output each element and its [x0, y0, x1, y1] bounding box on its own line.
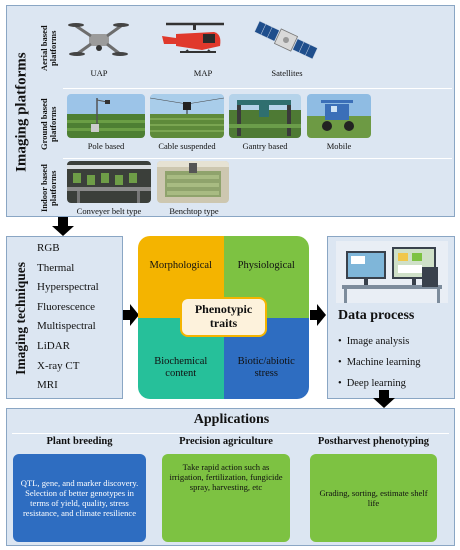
technique-item: X-ray CT: [37, 359, 80, 372]
imaging-platforms-title: Imaging platforms: [13, 52, 30, 172]
technique-item: RGB: [37, 242, 60, 254]
technique-item: Fluorescence: [37, 300, 96, 313]
divider: [63, 158, 452, 159]
computer-icon: [336, 241, 448, 303]
technique-item: LiDAR: [37, 339, 70, 352]
drone-icon: [67, 14, 129, 66]
mobile-label: Mobile: [326, 141, 352, 151]
arrow-down-icon: [52, 217, 74, 236]
imaging-techniques-title: Imaging techniques: [13, 262, 28, 375]
techniques-list: RGB Thermal Hyperspectral Fluorescence M…: [37, 239, 99, 396]
data-process-panel: Data process Image analysis Machine lear…: [327, 236, 455, 399]
benchtop-label: Benchtop type: [169, 206, 219, 216]
ground-group-label: Ground based platforms: [39, 98, 58, 150]
data-process-item: Image analysis: [338, 331, 420, 352]
imaging-platforms-panel: Imaging platforms Aerial based platforms…: [6, 5, 455, 217]
applications-panel: Applications Plant breeding Precision ag…: [6, 408, 455, 546]
arrow-right-icon: [310, 304, 326, 326]
mobile-photo: [307, 94, 371, 138]
data-process-item: Deep learning: [338, 373, 420, 394]
divider: [63, 88, 452, 89]
precision-agriculture-box: Take rapid action such as irrigation, fe…: [162, 454, 290, 542]
postharvest-heading: Postharvest phenotyping: [317, 436, 430, 447]
pole-photo: [67, 94, 145, 138]
phenotypic-traits-label: Phenotypic traits: [180, 297, 267, 337]
phenotypic-traits-diagram: Morphological Physiological Biochemical …: [138, 236, 309, 399]
indoor-group-label: Indoor based platforms: [39, 164, 58, 212]
gantry-photo: [229, 94, 301, 138]
cable-suspended-label: Cable suspended: [158, 141, 216, 151]
uap-label: UAP: [90, 68, 108, 78]
plant-breeding-heading: Plant breeding: [46, 436, 113, 447]
aerial-group-label: Aerial based platforms: [39, 25, 58, 71]
precision-agriculture-heading: Precision agriculture: [179, 436, 273, 447]
cable-photo: [150, 94, 224, 138]
data-process-item: Machine learning: [338, 352, 421, 373]
helicopter-icon: [162, 16, 240, 66]
arrow-right-icon: [123, 304, 139, 326]
technique-item: MRI: [37, 379, 58, 392]
imaging-techniques-panel: Imaging techniques RGB Thermal Hyperspec…: [6, 236, 123, 399]
data-process-title: Data process: [338, 308, 415, 323]
technique-item: Thermal: [37, 261, 75, 274]
technique-item: Multispectral: [37, 320, 96, 333]
technique-item: Hyperspectral: [37, 281, 99, 294]
conveyer-belt-label: Conveyer belt type: [76, 206, 142, 216]
divider: [12, 433, 449, 434]
arrow-down-icon: [373, 390, 395, 408]
satellites-label: Satellites: [271, 68, 303, 78]
plant-breeding-box: QTL, gene, and marker discovery. Selecti…: [13, 454, 146, 542]
postharvest-box: Grading, sorting, estimate shelf life: [310, 454, 437, 542]
conveyer-photo: [67, 161, 151, 203]
satellite-icon: [252, 14, 320, 66]
data-process-list: Image analysis Machine learning Deep lea…: [338, 331, 421, 394]
gantry-based-label: Gantry based: [242, 141, 288, 151]
applications-title: Applications: [193, 412, 270, 427]
map-label: MAP: [193, 68, 213, 78]
benchtop-photo: [157, 161, 229, 203]
pole-based-label: Pole based: [87, 141, 125, 151]
